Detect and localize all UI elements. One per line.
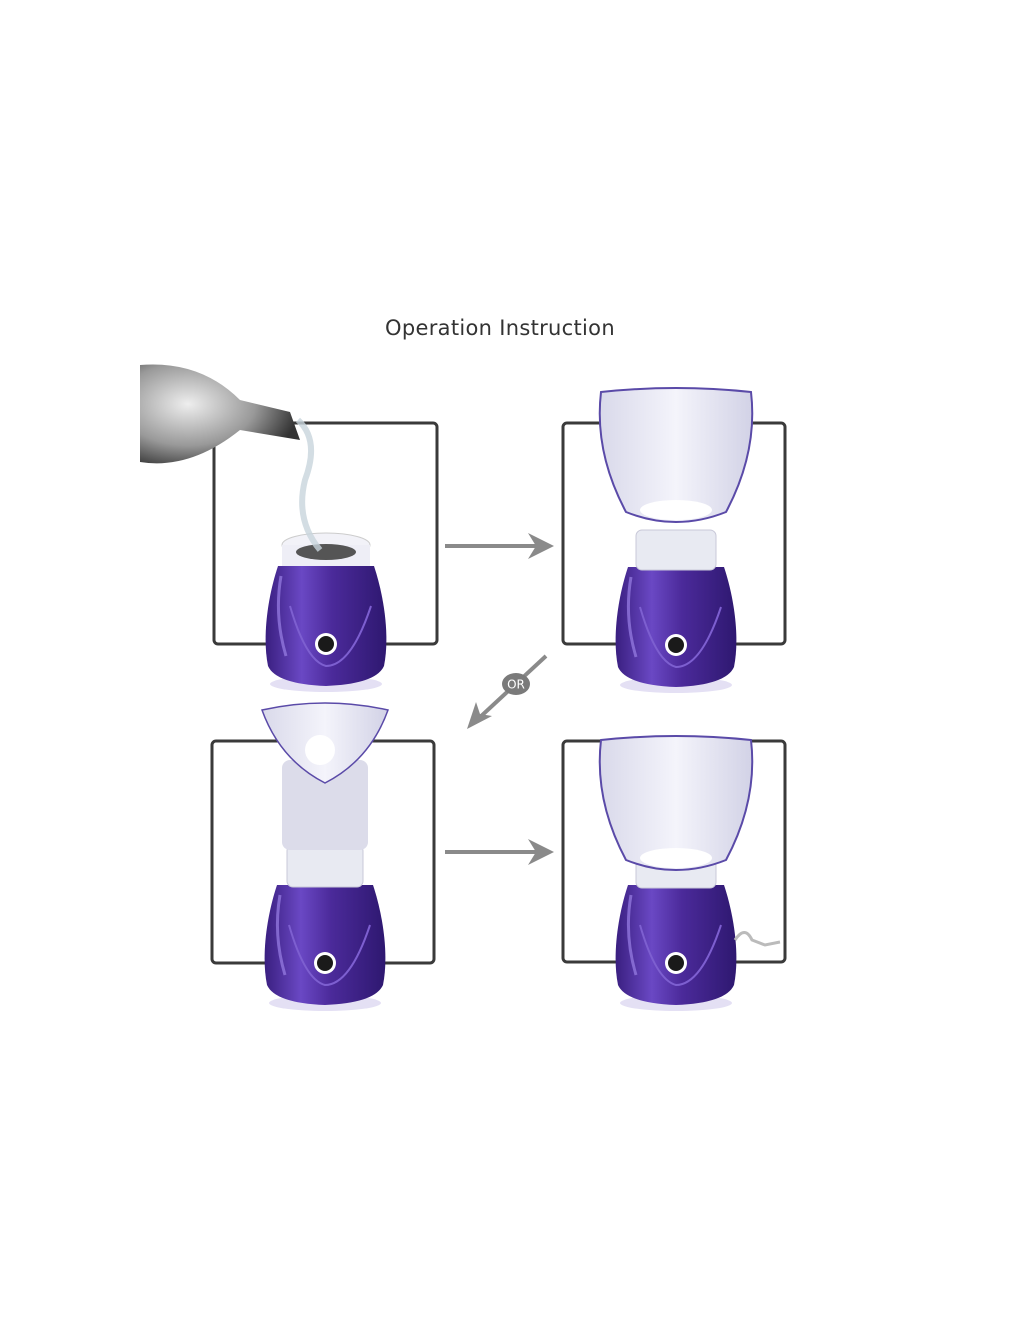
fill-water-icon: [140, 364, 388, 694]
arrow-or-to-step-3: [467, 654, 548, 729]
or-badge: OR: [502, 673, 530, 695]
plug-in-steamer-icon: [598, 735, 781, 1013]
arrow-step-3-to-4: [445, 839, 554, 865]
attach-nose-mask-icon: [261, 702, 389, 1013]
attach-face-mask-icon: [598, 387, 754, 695]
or-label: OR: [507, 678, 525, 692]
page-title: Operation Instruction: [385, 316, 615, 340]
arrow-step-1-to-2: [445, 533, 554, 559]
